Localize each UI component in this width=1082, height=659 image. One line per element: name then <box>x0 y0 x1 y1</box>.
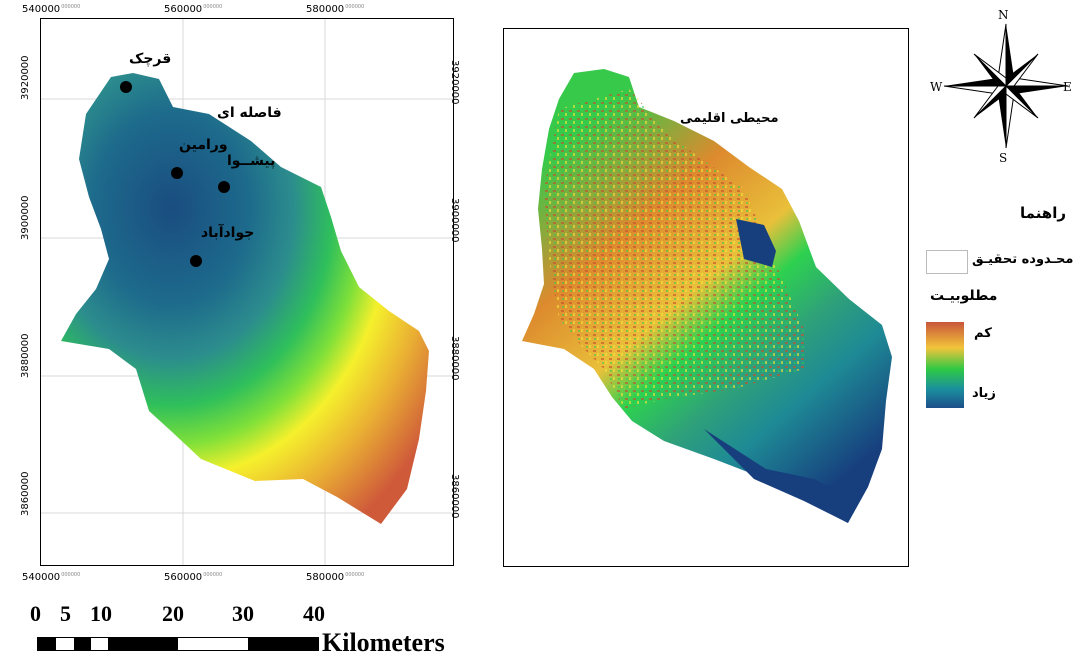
legend-high-label: زیاد <box>972 386 996 401</box>
dark-blue-zone-east <box>736 219 776 267</box>
x-tick-top-540000: 540000000000 <box>22 4 81 15</box>
compass-rose-icon <box>943 23 1069 149</box>
scale-unit-label: Kilometers <box>322 628 445 657</box>
y-tick-right-3880000: 3880000 <box>449 336 460 381</box>
x-tick-top-560000: 560000000000 <box>164 4 223 15</box>
scale-seg-6 <box>178 638 248 650</box>
place-label-qarchak: قرچک <box>129 51 172 67</box>
compass-s-label: S <box>999 151 1008 165</box>
city-dot-javadabad <box>190 255 202 267</box>
scale-label-20: 20 <box>162 601 184 626</box>
city-dot-varamin <box>171 167 183 179</box>
place-label-distance: فاصله ای <box>217 105 282 121</box>
compass-n-label: N <box>998 8 1009 22</box>
y-tick-left-3900000: 3900000 <box>20 195 31 240</box>
scale-label-30: 30 <box>232 601 254 626</box>
scale-label-0: 0 <box>30 601 41 626</box>
place-label-varamin: ورامین <box>179 137 228 153</box>
scale-label-40: 40 <box>303 601 325 626</box>
y-tick-left-3860000: 3860000 <box>20 471 31 516</box>
y-tick-left-3880000: 3880000 <box>20 333 31 378</box>
right-map-frame: محیطی اقلیمی <box>503 28 909 567</box>
study-area-swatch <box>926 250 968 274</box>
left-map-frame: قرچک فاصله ای ورامین پیشــوا جوادآباد <box>40 18 454 566</box>
x-tick-bottom-580000: 580000000000 <box>306 572 365 583</box>
y-tick-right-3920000: 3920000 <box>449 60 460 105</box>
y-tick-left-3920000: 3920000 <box>20 55 31 100</box>
x-tick-bottom-560000: 560000000000 <box>164 572 223 583</box>
study-area-shape-left <box>61 73 429 524</box>
scale-seg-7 <box>248 638 318 650</box>
right-map-title: محیطی اقلیمی <box>680 111 779 126</box>
city-dot-pishva <box>218 181 230 193</box>
north-arrow: N S E W <box>930 8 1082 168</box>
scale-label-5: 5 <box>60 601 71 626</box>
distance-raster-map <box>41 19 453 565</box>
suitability-color-ramp <box>926 322 964 408</box>
x-tick-bottom-540000: 540000000000 <box>22 572 81 583</box>
scale-bar <box>37 637 319 651</box>
scale-seg-3 <box>74 638 91 650</box>
compass-w-label: W <box>930 80 943 94</box>
scale-seg-2 <box>56 638 74 650</box>
y-tick-right-3860000: 3860000 <box>449 474 460 519</box>
study-area-label: محـدوده تحقیـق <box>972 252 1074 267</box>
scale-seg-1 <box>38 638 56 650</box>
compass-e-label: E <box>1063 80 1072 94</box>
scale-seg-4 <box>91 638 108 650</box>
suitability-label: مطلوبیـت <box>930 288 998 304</box>
y-tick-right-3900000: 3900000 <box>449 198 460 243</box>
city-dot-qarchak <box>120 81 132 93</box>
scale-label-10: 10 <box>90 601 112 626</box>
scale-seg-5 <box>108 638 178 650</box>
place-label-javadabad: جوادآباد <box>201 225 255 241</box>
place-label-pishva: پیشــوا <box>227 153 276 169</box>
legend-title: راهنما <box>1020 204 1066 222</box>
x-tick-top-580000: 580000000000 <box>306 4 365 15</box>
climate-suitability-map <box>522 69 892 523</box>
legend-low-label: کم <box>974 326 992 341</box>
suitability-texture <box>544 89 804 409</box>
dark-blue-zone-south <box>704 429 854 523</box>
